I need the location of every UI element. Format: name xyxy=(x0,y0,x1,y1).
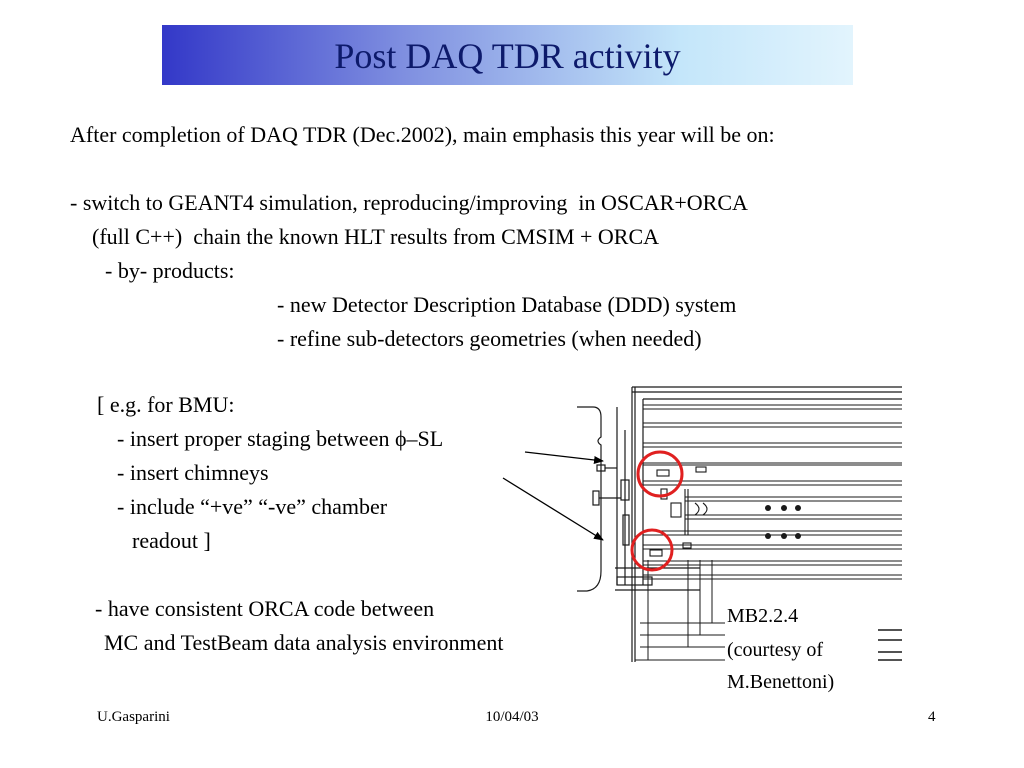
sub-bullet-geometries: - refine sub-detectors geometries (when … xyxy=(277,326,702,351)
bmu-example-heading: [ e.g. for BMU: xyxy=(97,392,235,417)
figure-caption-author: M.Benettoni) xyxy=(727,671,835,693)
title-banner: Post DAQ TDR activity xyxy=(162,25,853,85)
footer-page-number: 4 xyxy=(928,709,936,725)
bullet-orca-code: - have consistent ORCA code between xyxy=(95,596,435,621)
bullet-geant4-continued: (full C++) chain the known HLT results f… xyxy=(92,224,660,249)
bmu-item-chimneys: - insert chimneys xyxy=(117,460,269,485)
sub-bullet-by-products: - by- products: xyxy=(105,258,235,283)
bmu-item-readout: - include “+ve” “-ve” chamber xyxy=(117,494,388,519)
chamber-layers xyxy=(643,404,902,580)
bullet-geant4: - switch to GEANT4 simulation, reproduci… xyxy=(70,190,748,215)
sub-bullet-ddd: - new Detector Description Database (DDD… xyxy=(277,292,737,317)
bmu-item-staging: - insert proper staging between ϕ–SL xyxy=(117,426,444,451)
mb-chamber-drawing xyxy=(577,386,902,662)
chamber-cells xyxy=(649,466,707,557)
leader-lines xyxy=(635,560,725,661)
slide-title: Post DAQ TDR activity xyxy=(334,36,681,76)
intro-line: After completion of DAQ TDR (Dec.2002), … xyxy=(70,122,775,147)
footer-date: 10/04/03 xyxy=(485,709,539,725)
bullet-orca-code-continued: MC and TestBeam data analysis environmen… xyxy=(104,630,504,655)
figure-caption-chamber: MB2.2.4 xyxy=(727,605,799,627)
side-marks xyxy=(878,629,902,661)
support-bracket xyxy=(577,406,700,592)
figure-caption-credit: (courtesy of xyxy=(727,639,824,661)
footer-author: U.Gasparini xyxy=(97,709,170,725)
bmu-item-readout-continued: readout ] xyxy=(132,528,211,553)
readout-dots xyxy=(765,505,801,539)
